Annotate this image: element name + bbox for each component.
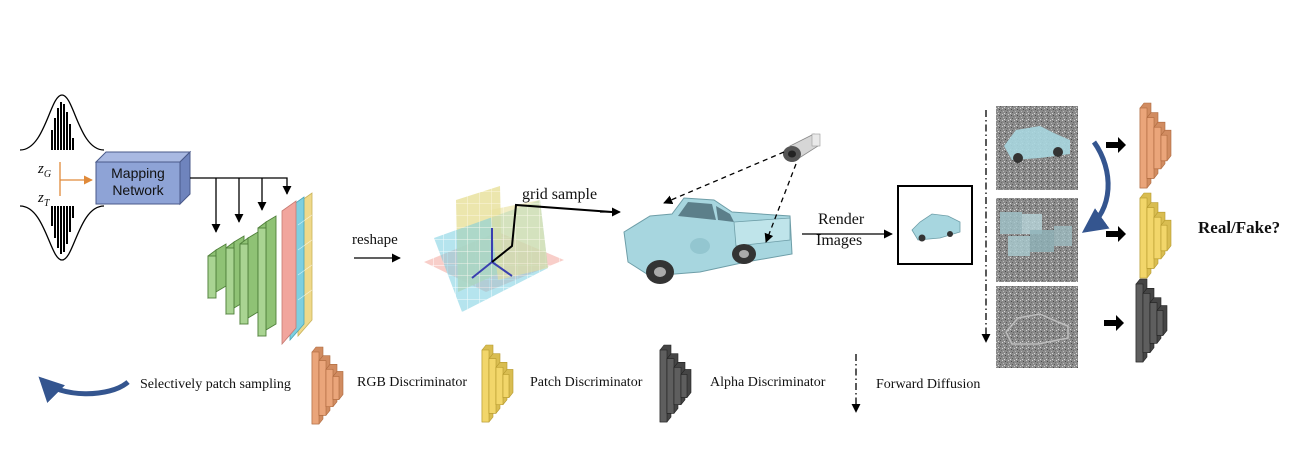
mapping-output-arrows: [190, 177, 292, 233]
discriminator-layer-face: [680, 374, 688, 398]
discriminator-layer-face: [1142, 293, 1151, 353]
legend-patch-discriminator: Patch Discriminator: [530, 375, 643, 390]
curved-arrow-icon: [1081, 140, 1111, 233]
discriminator-layer-face: [481, 349, 490, 423]
reshape-label: reshape: [352, 232, 398, 248]
grid-sample-label: grid sample: [522, 186, 598, 203]
disc-input-arrows: [1104, 137, 1126, 331]
discriminator-layer-face: [673, 366, 682, 406]
discriminator-layer-face: [1149, 302, 1158, 344]
discriminator-layer-face: [1160, 224, 1168, 252]
generator-feature-stack: [207, 192, 313, 346]
mapping-network-label: Mapping Network: [111, 165, 165, 198]
camera-rays: [663, 151, 797, 243]
discriminator-layer-face: [1153, 126, 1162, 170]
noise-image-icon: [996, 198, 1078, 282]
discriminator-layer-face: [1156, 310, 1164, 336]
real-fake-label: Real/Fake?: [1198, 218, 1281, 237]
discriminator-layer-face: [1153, 216, 1162, 260]
discriminator-layer-face: [502, 374, 510, 398]
discriminator-layer-face: [1146, 117, 1155, 179]
images-label: Images: [816, 232, 863, 249]
legend-forward-diffusion: Forward Diffusion: [876, 377, 981, 392]
noise-image-icon: [996, 286, 1078, 368]
discriminator-layer-face: [1160, 134, 1168, 162]
legend-rgb-discriminator: RGB Discriminator: [357, 375, 468, 390]
truck-icon: [623, 197, 793, 284]
noise-image-icon: [996, 106, 1078, 190]
mapping-network-box: [94, 150, 192, 206]
gaussian-icon: [19, 205, 105, 261]
latent-zt-label: zT: [38, 190, 50, 209]
discriminator-layer-face: [495, 366, 504, 406]
discriminator-icon: [659, 344, 692, 423]
discriminator-icon: [481, 344, 514, 423]
latent-zg-label: zG: [38, 161, 52, 180]
curved-arrow-icon: [38, 376, 130, 403]
discriminator-layer-face: [1139, 107, 1148, 189]
gaussian-icon: [19, 94, 105, 151]
discriminator-layer-face: [311, 351, 320, 425]
discriminator-layer-face: [318, 360, 327, 416]
render-label: Render: [818, 211, 865, 228]
camera-icon: [783, 133, 821, 162]
discriminator-layer-face: [666, 358, 675, 414]
discriminator-layer-face: [1139, 197, 1148, 279]
discriminator-icon: [311, 346, 344, 425]
discriminator-layer-face: [325, 368, 334, 408]
legend-patch-sampling: Selectively patch sampling: [140, 377, 291, 392]
latent-connector: [59, 162, 93, 196]
discriminator-layer-face: [1146, 207, 1155, 269]
legend-alpha-discriminator: Alpha Discriminator: [710, 375, 826, 390]
triplane-icon: [424, 186, 621, 312]
discriminator-icon: [1135, 278, 1168, 363]
discriminator-icon: [1139, 102, 1172, 189]
rendered-image: [897, 185, 973, 265]
discriminator-icon: [1139, 192, 1172, 279]
discriminator-layer-face: [332, 376, 340, 400]
discriminator-layer-face: [488, 358, 497, 414]
discriminator-layer-face: [1135, 283, 1144, 363]
discriminator-layer-face: [659, 349, 668, 423]
